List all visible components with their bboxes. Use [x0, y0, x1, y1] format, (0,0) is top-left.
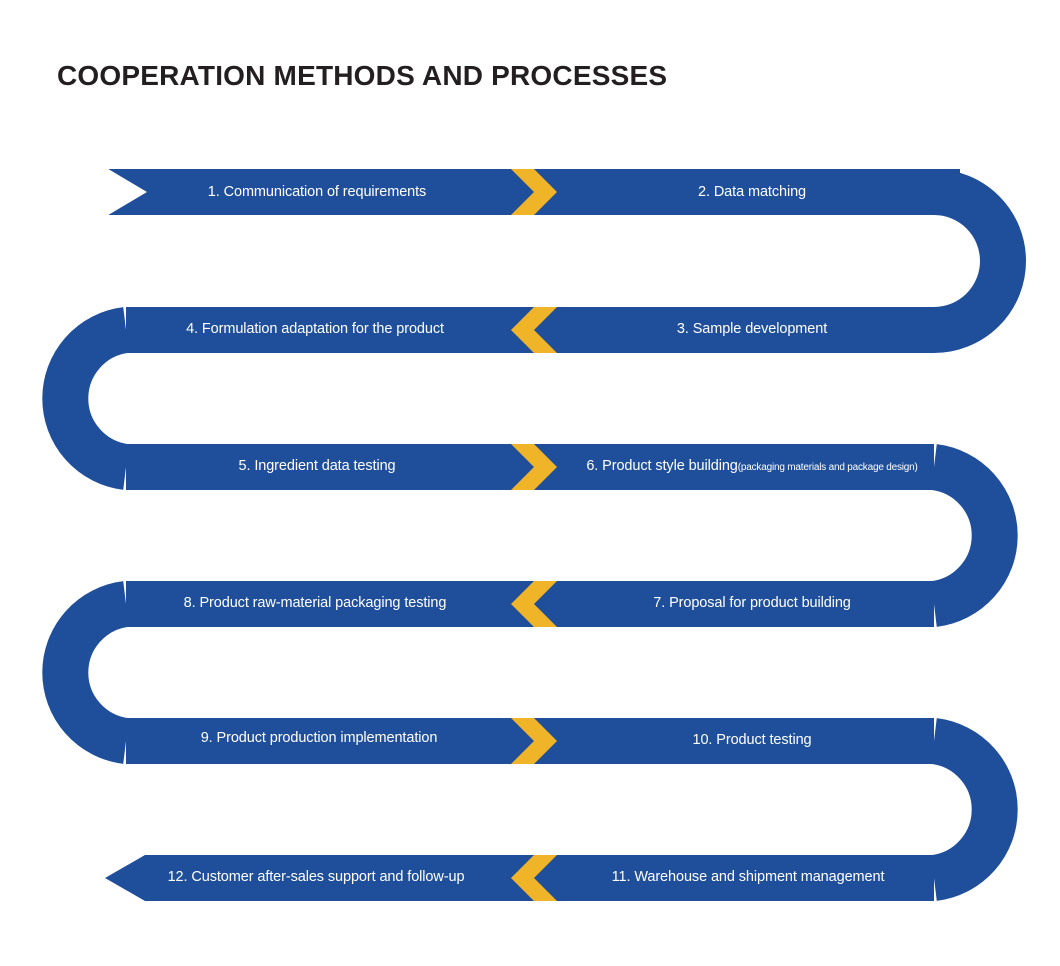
uturn-right-2: [930, 444, 1018, 627]
uturn-left-2: [42, 581, 130, 764]
page-title: COOPERATION METHODS AND PROCESSES: [57, 60, 668, 91]
uturn-left-1: [42, 307, 130, 490]
chevron-right-icon: [521, 718, 553, 764]
chevron-left-icon: [515, 307, 547, 353]
chevron-left-icon: [511, 307, 557, 353]
uturn-right-3: [930, 718, 1018, 901]
chevron-left-icon: [511, 581, 557, 627]
chevron-right-icon: [511, 169, 557, 215]
chevron-right-icon: [521, 444, 553, 490]
band-row-1: [107, 169, 960, 215]
chevron-right-icon: [511, 718, 557, 764]
chevron-right-icon: [521, 169, 553, 215]
chevron-right-icon: [511, 444, 557, 490]
ribbon-tail-notch-icon: [105, 167, 147, 217]
chevron-left-icon: [511, 855, 557, 901]
uturn-right-band-1: [933, 169, 1026, 353]
chevron-left-icon: [515, 581, 547, 627]
chevron-left-icon: [515, 855, 547, 901]
